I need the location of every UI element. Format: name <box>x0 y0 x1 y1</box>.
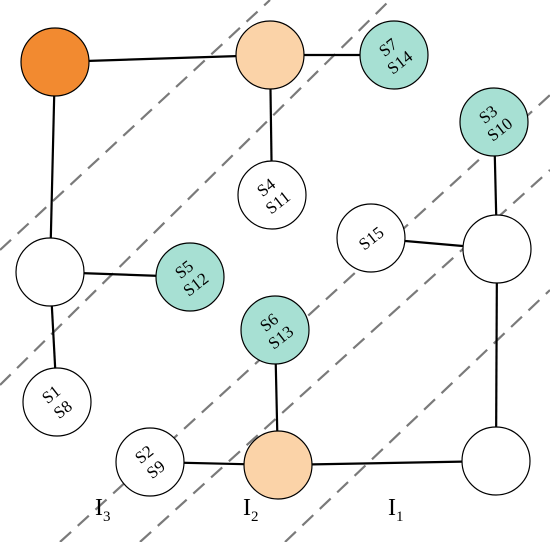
edge <box>48 61 57 273</box>
node-circle <box>336 203 406 273</box>
region-label-i3: I3 <box>95 495 111 525</box>
region-label-i1: I1 <box>388 495 404 525</box>
n-s15-node: S15 <box>336 203 406 273</box>
node-circle <box>461 426 531 496</box>
region-label-i2: I2 <box>243 495 259 525</box>
dashed-divider-line-1 <box>0 0 271 251</box>
node-circle <box>15 237 85 307</box>
edge <box>494 248 499 462</box>
edge <box>277 459 497 467</box>
node-circle <box>237 160 307 230</box>
n-topleft-node <box>20 27 90 97</box>
n-rightmid-node <box>462 214 532 284</box>
n-leftmid-node <box>15 237 85 307</box>
node-circle <box>155 242 225 312</box>
node-circle <box>459 87 529 157</box>
dashed-divider-line-5 <box>284 289 550 542</box>
node-circle <box>462 214 532 284</box>
n-botmid-node <box>243 430 313 500</box>
node-circle <box>243 430 313 500</box>
region-labels: I3 I2 I1 <box>95 495 404 525</box>
n-topmid-node <box>235 20 305 90</box>
node-circle <box>115 427 185 497</box>
edge <box>54 53 271 64</box>
dashed-divider-line-2 <box>0 0 391 386</box>
node-circle <box>359 20 429 90</box>
node-circle <box>235 20 305 90</box>
node-circle <box>22 367 92 437</box>
node-circle <box>20 27 90 97</box>
node-circle <box>240 295 310 365</box>
n-botright-node <box>461 426 531 496</box>
